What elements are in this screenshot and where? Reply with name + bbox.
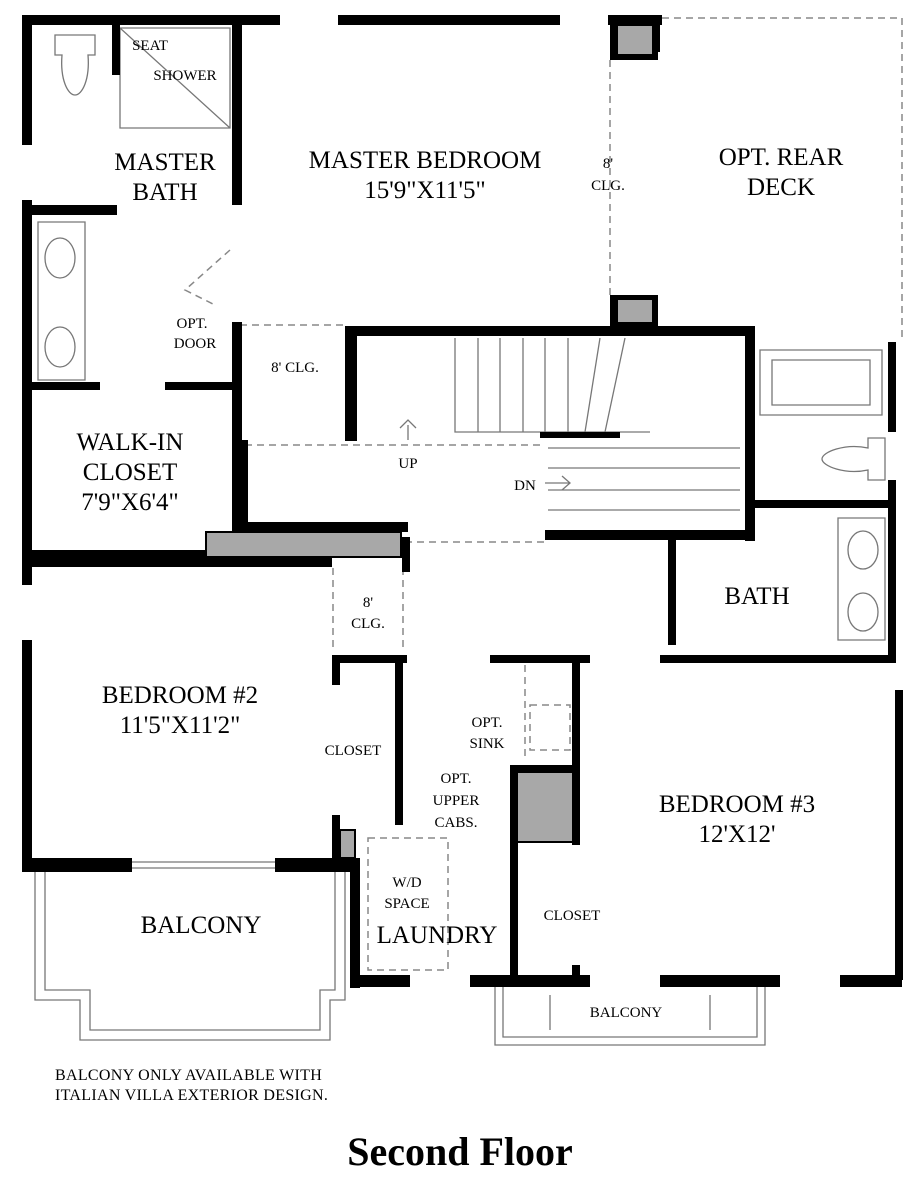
closet-label-b: CLOSET [544,908,601,924]
rear-deck-label-1: OPT. REAR [719,144,844,171]
master-bath-label-2: BATH [132,179,197,206]
optional-outlines [183,17,903,971]
bedroom-2-size: 11'5"X11'2" [120,712,241,739]
closet-label-a: CLOSET [325,743,382,759]
floor-title: Second Floor [347,1129,573,1174]
opt-sink-label-2: SINK [469,736,504,752]
laundry-label: LAUNDRY [377,922,498,949]
balcony-outlines [34,861,766,1046]
bedroom-3-size: 12'X12' [698,821,775,848]
rear-deck-label-2: DECK [747,174,815,201]
upper-cabs-label-3: CABS. [435,815,478,831]
fixtures [37,27,886,641]
opt-door-label-1: OPT. [177,316,208,332]
balcony-note-line-1: BALCONY ONLY AVAILABLE WITH [55,1067,323,1084]
bedroom-3-label: BEDROOM #3 [659,791,815,818]
bath-label: BATH [724,583,789,610]
seat-label: SEAT [132,38,168,54]
room-labels: SEAT SHOWER MASTER BATH MASTER BEDROOM 1… [77,38,844,1021]
ceiling-label-c2: CLG. [351,616,385,632]
balcony-label-b: BALCONY [590,1005,663,1021]
walk-in-closet-label-1: WALK-IN [77,429,184,456]
master-bedroom-label: MASTER BEDROOM [309,147,542,174]
ceiling-label-a2: CLG. [591,178,625,194]
opt-sink-label-1: OPT. [472,715,503,731]
walk-in-closet-size: 7'9"X6'4" [81,489,178,516]
wd-space-label-1: W/D [392,875,421,891]
bedroom-2-label: BEDROOM #2 [102,682,258,709]
walk-in-closet-label-2: CLOSET [83,459,177,486]
master-bath-label-1: MASTER [114,149,216,176]
shower-label: SHOWER [153,68,216,84]
opt-door-label-2: DOOR [174,336,217,352]
staircase [399,337,740,511]
upper-cabs-label-2: UPPER [433,793,480,809]
wd-space-label-2: SPACE [384,896,429,912]
stair-down-label: DN [514,478,536,494]
balcony-note-line-2: ITALIAN VILLA EXTERIOR DESIGN. [55,1087,329,1104]
stair-up-label: UP [398,456,417,472]
master-bedroom-size: 15'9"X11'5" [364,177,486,204]
balcony-note: BALCONY ONLY AVAILABLE WITH ITALIAN VILL… [55,1066,328,1106]
balcony-label-a: BALCONY [141,912,262,939]
ceiling-label-a1: 8' [603,156,614,172]
ceiling-label-c1: 8' [363,595,374,611]
upper-cabs-label-1: OPT. [441,771,472,787]
ceiling-label-b: 8' CLG. [271,360,319,376]
columns [205,24,654,859]
